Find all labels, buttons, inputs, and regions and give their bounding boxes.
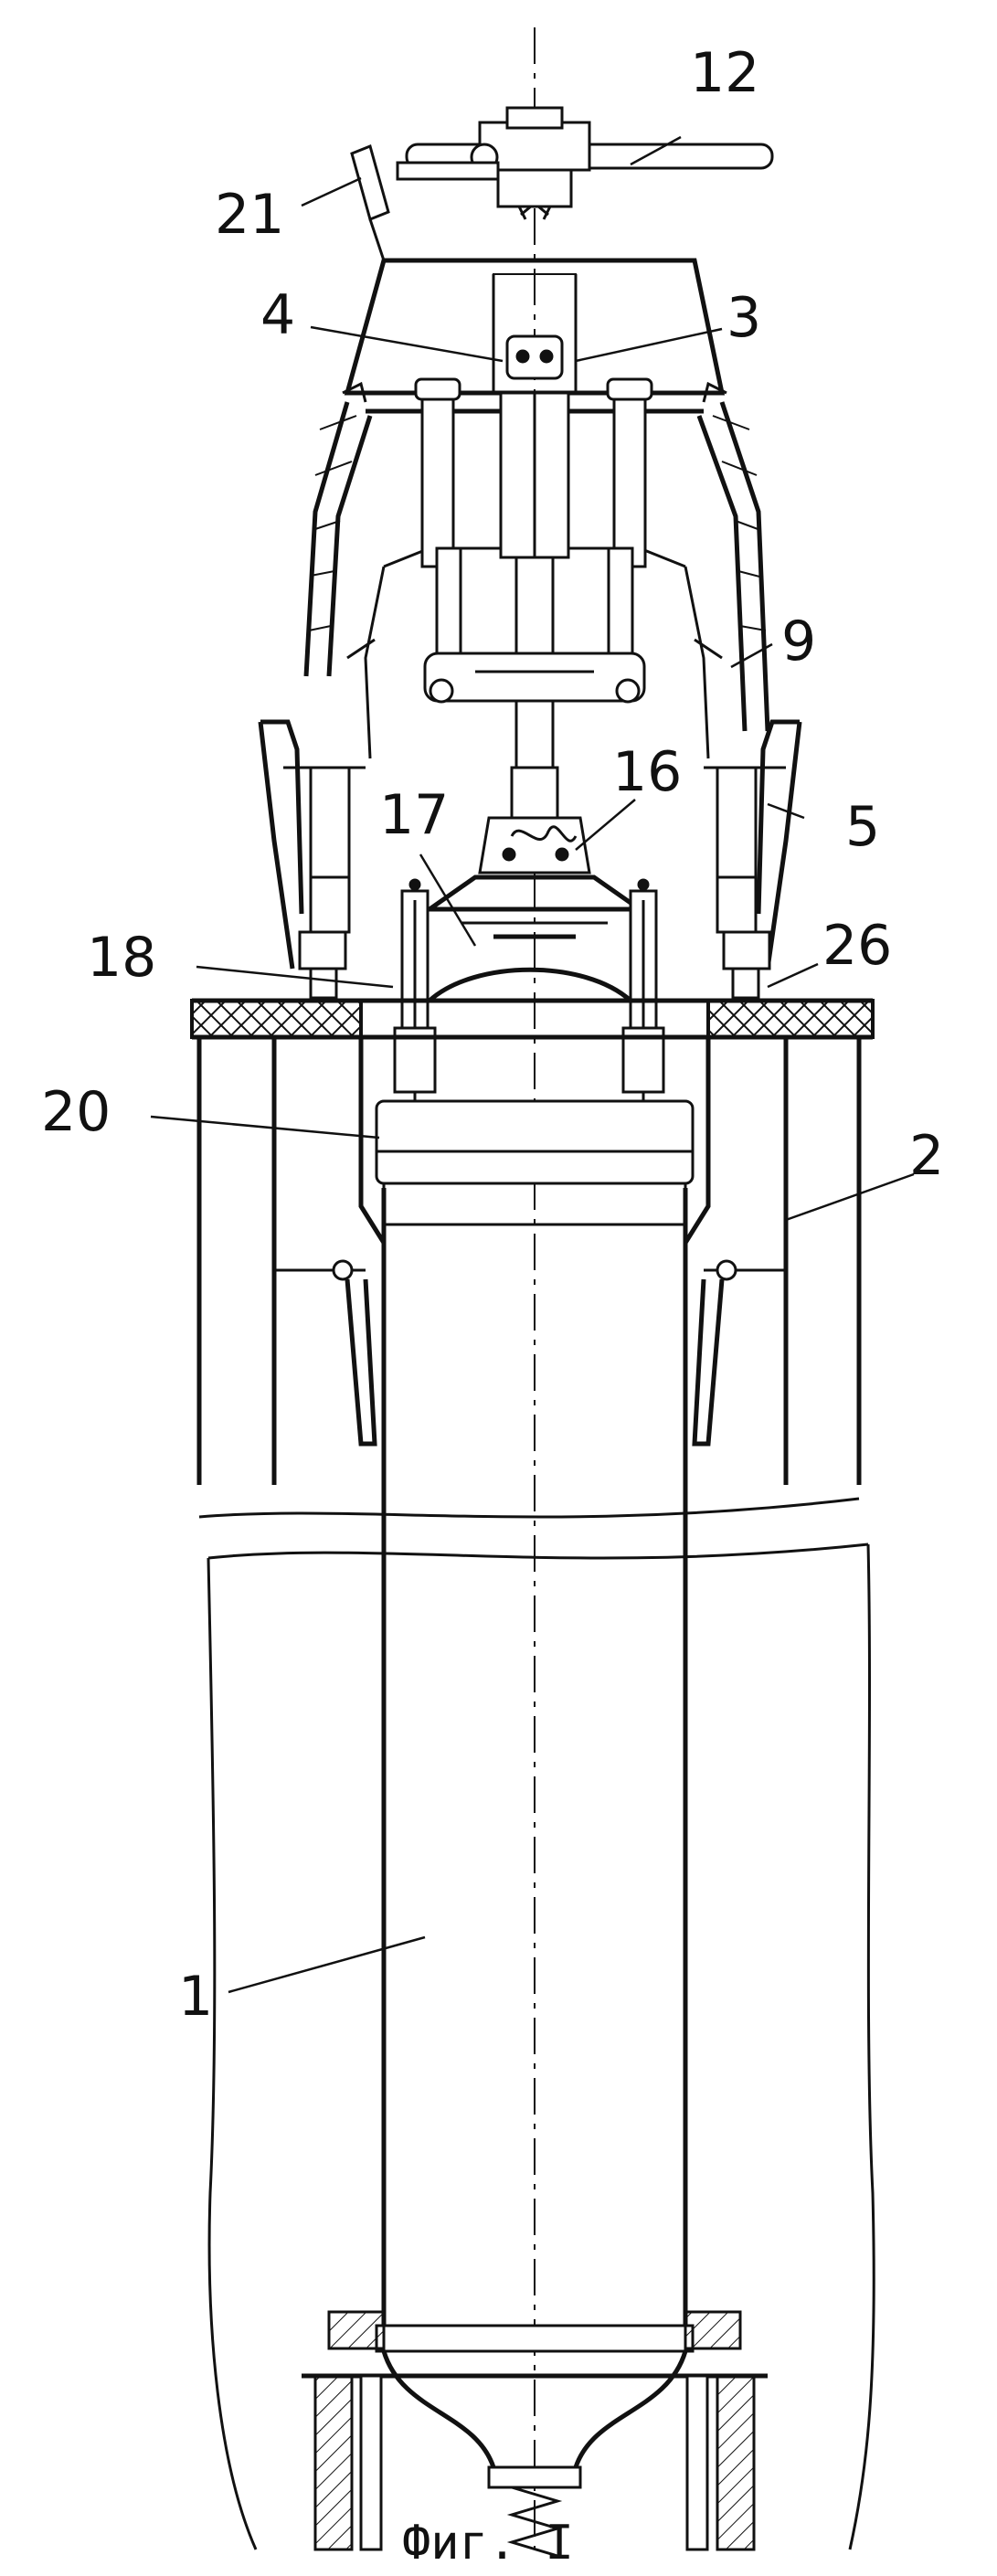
label-20: 20 — [41, 1080, 111, 1144]
label-1: 1 — [178, 1965, 213, 2029]
floor-slab — [192, 1001, 873, 1037]
lower-shaft-outline — [208, 1544, 874, 2549]
figure-caption: Фиг. I — [402, 2516, 574, 2571]
gripper-arms — [395, 879, 663, 1138]
label-9: 9 — [781, 610, 816, 673]
crosshead — [425, 653, 644, 702]
label-18: 18 — [87, 926, 156, 990]
central-spindle — [501, 393, 568, 822]
label-26: 26 — [822, 914, 892, 978]
label-2: 2 — [909, 1124, 944, 1188]
lever-handle — [352, 146, 388, 260]
label-3: 3 — [727, 286, 761, 350]
label-21: 21 — [215, 183, 284, 247]
cartridge-dome — [430, 970, 631, 1001]
label-16: 16 — [612, 740, 682, 804]
label-12: 12 — [690, 41, 759, 105]
label-4: 4 — [260, 283, 295, 347]
handwheel-assembly — [398, 108, 772, 219]
label-17: 17 — [379, 783, 449, 847]
label-5: 5 — [845, 795, 880, 859]
